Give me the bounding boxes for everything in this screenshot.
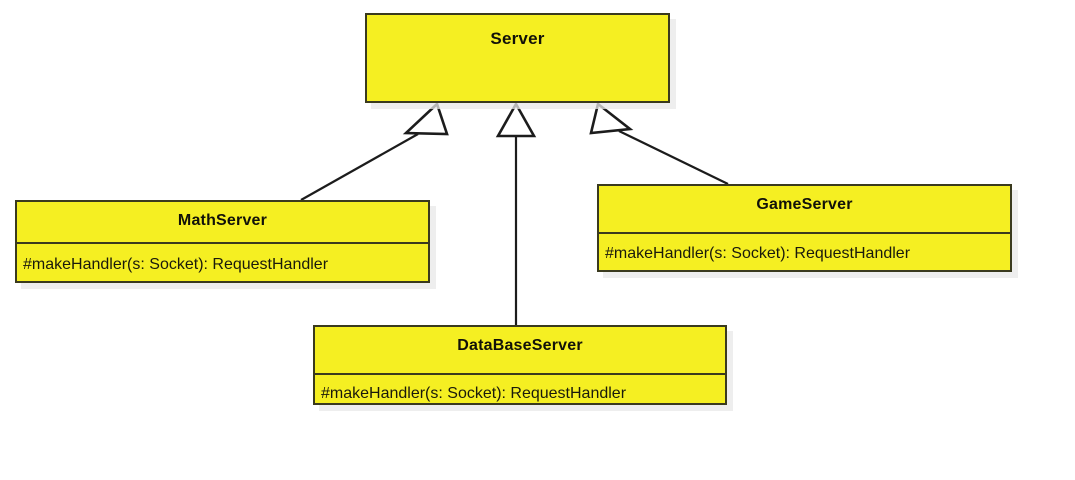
class-name-server: Server [490,29,545,48]
edge-mathserver-to-server [300,101,449,201]
edge-line [300,133,419,201]
class-member: #makeHandler(s: Socket): RequestHandler [321,385,627,402]
edge-line [618,130,729,185]
class-compartment-divider [599,232,1010,234]
class-members-mathserver: #makeHandler(s: Socket): RequestHandler [17,244,428,276]
class-members-databaseserver: #makeHandler(s: Socket): RequestHandler [315,375,725,405]
edge-gameserver-to-server [589,101,729,185]
generalization-arrowhead [589,101,634,135]
class-members-gameserver: #makeHandler(s: Socket): RequestHandler [599,234,1010,265]
uml-class-databaseserver[interactable]: DataBaseServer #makeHandler(s: Socket): … [313,325,727,405]
uml-class-server[interactable]: Server [365,13,670,103]
edge-databaseserver-to-server [495,101,537,325]
class-compartment-divider [17,242,428,244]
class-name-gameserver: GameServer [756,196,853,213]
uml-class-gameserver[interactable]: GameServer #makeHandler(s: Socket): Requ… [597,184,1012,272]
class-name-mathserver: MathServer [177,212,268,229]
generalization-arrowhead [495,101,537,138]
class-name-databaseserver: DataBaseServer [457,337,583,354]
generalization-arrowhead [402,101,449,136]
class-compartment-divider [315,373,725,375]
uml-class-mathserver[interactable]: MathServer #makeHandler(s: Socket): Requ… [15,200,430,283]
class-member: #makeHandler(s: Socket): RequestHandler [23,256,329,273]
class-member: #makeHandler(s: Socket): RequestHandler [605,245,911,262]
